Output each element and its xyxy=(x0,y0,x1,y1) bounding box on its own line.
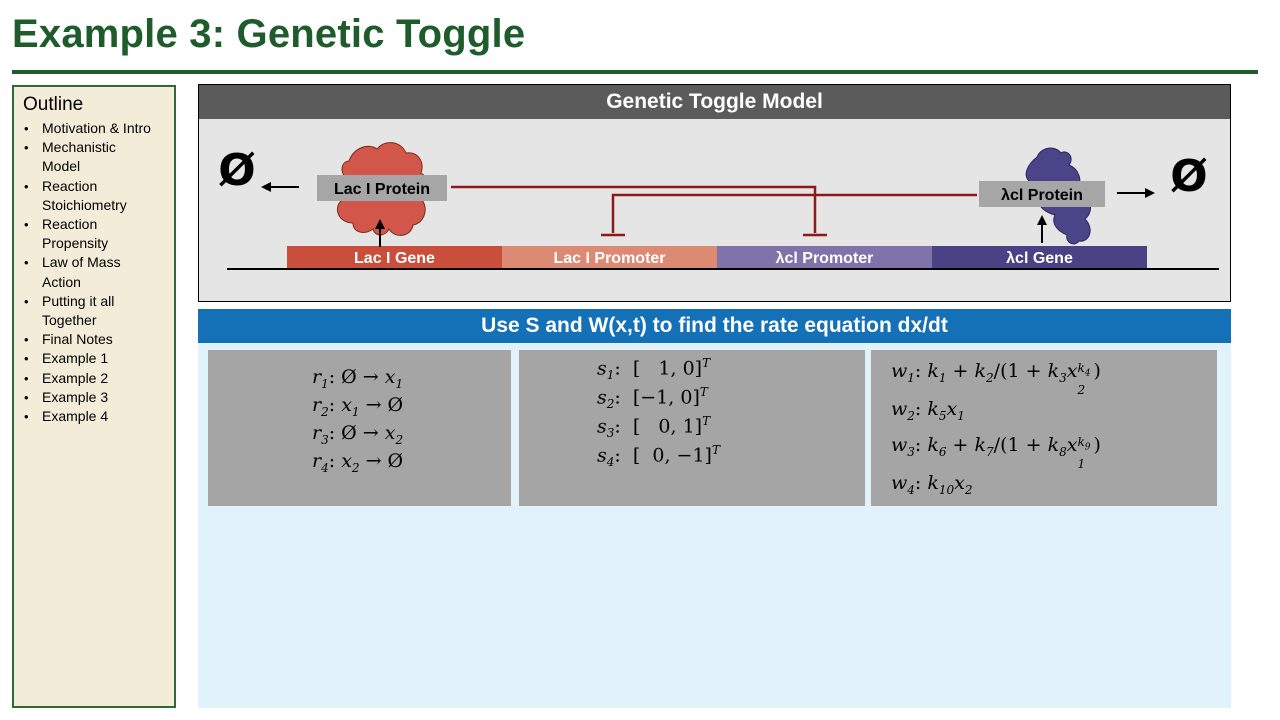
outline-panel: Outline Motivation & IntroMechanisticMod… xyxy=(12,85,176,708)
lambda-protein-label: λcl Protein xyxy=(1001,187,1083,204)
toggle-diagram: Lac I Gene Lac I Promoter λcl Promoter λcl … xyxy=(218,142,1219,270)
lambda-repression-line xyxy=(611,193,977,233)
dna-segments: Lac I Gene Lac I Promoter λcl Promoter λcl … xyxy=(287,246,1147,268)
propensity-w4: w4: k10x2 xyxy=(891,472,973,497)
propensity-w2: w2: k5x1 xyxy=(891,398,965,423)
dna-segment xyxy=(932,246,1147,268)
dna-segment-label: Lac I Promoter xyxy=(553,250,665,267)
reaction-line: r3: Ø → x2 xyxy=(312,422,404,447)
genetic-toggle-model-panel: Genetic Toggle Model Lac I Gene Lac I Pro… xyxy=(198,84,1231,302)
equation-area: r1: Ø → x1 r2: x1 → Ø r3: Ø → x2 r4: x2 → Ø… xyxy=(198,343,1231,708)
outline-item: Example 4 xyxy=(23,407,168,426)
dna-segment xyxy=(502,246,717,268)
dna-segment xyxy=(287,246,502,268)
lac-null-symbol: Ø xyxy=(218,145,255,196)
lac-translation-arrowhead xyxy=(375,219,385,229)
stoichiometry-line: s1: [ 1, 0]T xyxy=(597,356,711,383)
outline-item: Final Notes xyxy=(23,330,168,349)
lambda-translation-arrowhead xyxy=(1037,215,1047,225)
reaction-line: r1: Ø → x1 xyxy=(312,366,404,391)
reaction-line: r4: x2 → Ø xyxy=(312,450,404,475)
outline-list: Motivation & IntroMechanisticModelReacti… xyxy=(23,119,168,426)
dna-segment xyxy=(717,246,932,268)
outline-item: Example 1 xyxy=(23,349,168,368)
reaction-line: r2: x1 → Ø xyxy=(312,394,404,419)
outline-item: Motivation & Intro xyxy=(23,119,168,138)
lac-degradation-arrowhead xyxy=(261,182,271,192)
outline-item: Example 2 xyxy=(23,369,168,388)
dna-segment-label: Lac I Gene xyxy=(354,250,435,267)
reactions-box: r1: Ø → x1 r2: x1 → Ø r3: Ø → x2 r4: x2 → Ø xyxy=(208,350,511,506)
lambda-protein-label-bg xyxy=(979,181,1105,207)
lac-protein-label: Lac I Protein xyxy=(334,181,430,198)
title-divider xyxy=(12,70,1258,74)
stoichiometry-line: s3: [ 0, 1]T xyxy=(597,414,711,441)
stoichiometry-line: s2: [−1, 0]T xyxy=(597,385,708,412)
dna-segment-label: λcl Promoter xyxy=(776,250,874,267)
outline-item: Example 3 xyxy=(23,388,168,407)
lac-protein-label-bg xyxy=(317,175,447,201)
stoichiometry-line: s4: [ 0, −1]T xyxy=(597,443,720,470)
slide-title: Example 3: Genetic Toggle xyxy=(12,12,526,56)
repression-lines xyxy=(451,185,977,237)
rate-equation-banner: Use S and W(x,t) to find the rate equati… xyxy=(198,309,1231,343)
dna-segment-label: λcl Gene xyxy=(1006,250,1073,267)
lac-repression-line xyxy=(451,185,817,233)
lambda-null-symbol: Ø xyxy=(1170,151,1207,202)
model-title: Genetic Toggle Model xyxy=(199,85,1230,119)
lambda-degradation-arrowhead xyxy=(1145,188,1155,198)
outline-title: Outline xyxy=(23,94,84,115)
